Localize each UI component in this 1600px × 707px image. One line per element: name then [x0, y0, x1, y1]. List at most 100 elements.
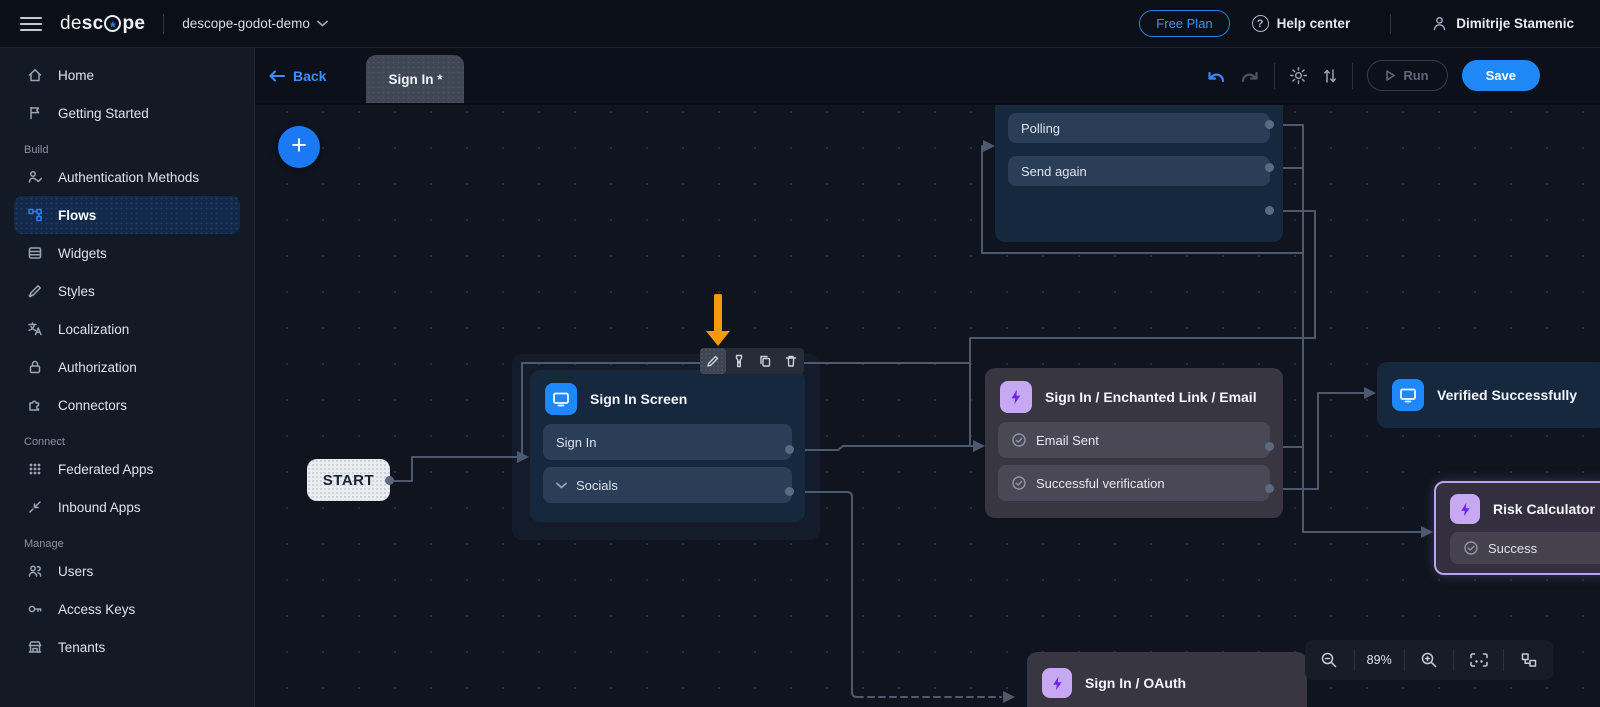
- project-name: descope-godot-demo: [182, 16, 310, 31]
- plan-badge[interactable]: Free Plan: [1139, 10, 1230, 37]
- person-icon: [1433, 16, 1446, 31]
- debug-node-button[interactable]: [726, 348, 752, 374]
- check-circle-icon: [1012, 476, 1026, 490]
- sidebar-item-getting-started[interactable]: Getting Started: [0, 94, 254, 132]
- verified-successfully-node[interactable]: Verified Successfully: [1377, 362, 1600, 428]
- divider: [1453, 649, 1455, 671]
- node-row-socials[interactable]: Socials: [543, 467, 792, 503]
- port-handle[interactable]: [785, 487, 794, 496]
- action-bolt-icon: [1450, 494, 1480, 524]
- flow-settings-button[interactable]: [1289, 66, 1308, 85]
- port-handle[interactable]: [785, 445, 794, 454]
- delete-node-button[interactable]: [778, 348, 804, 374]
- divider: [1503, 649, 1505, 671]
- zoom-in-icon: [1421, 652, 1437, 668]
- auto-layout-icon: [1521, 653, 1536, 667]
- screen-icon: [545, 383, 577, 415]
- flow-tab-sign-in[interactable]: Sign In *: [366, 55, 465, 103]
- save-button[interactable]: Save: [1461, 60, 1540, 91]
- flow-canvas[interactable]: + START Choose another authenticati... P…: [255, 48, 1600, 707]
- duplicate-node-button[interactable]: [752, 348, 778, 374]
- gear-icon: [1290, 66, 1308, 85]
- port-handle[interactable]: [1265, 120, 1274, 129]
- sidebar-item-home[interactable]: Home: [0, 56, 254, 94]
- sidebar-item-federated-apps[interactable]: Federated Apps: [0, 450, 254, 488]
- add-node-button[interactable]: +: [278, 126, 320, 168]
- node-row-email-sent[interactable]: Email Sent: [998, 422, 1270, 458]
- port-handle[interactable]: [1265, 484, 1274, 493]
- arrow-left-icon: [269, 70, 285, 81]
- port-handle[interactable]: [385, 476, 394, 485]
- zoom-toolbar: 89%: [1305, 640, 1553, 680]
- translate-icon: [26, 321, 44, 337]
- sidebar-item-users[interactable]: Users: [0, 552, 254, 590]
- check-circle-icon: [1464, 541, 1478, 555]
- undo-button[interactable]: [1206, 68, 1226, 84]
- divider: [1353, 649, 1355, 671]
- oauth-node[interactable]: Sign In / OAuth: [1027, 652, 1307, 707]
- port-handle[interactable]: [1265, 442, 1274, 451]
- check-circle-icon: [1012, 433, 1026, 447]
- sidebar-item-tenants[interactable]: Tenants: [0, 628, 254, 666]
- undo-icon: [1208, 71, 1225, 82]
- sidebar-section-build: Build: [24, 144, 49, 156]
- zoom-in-button[interactable]: [1405, 640, 1454, 680]
- person-check-icon: [26, 169, 44, 185]
- chevron-down-icon: [316, 20, 328, 27]
- inbound-arrow-icon: [26, 499, 44, 515]
- fit-view-icon: [1470, 653, 1488, 667]
- import-export-button[interactable]: [1322, 67, 1338, 85]
- node-row-successful-verification[interactable]: Successful verification: [998, 465, 1270, 501]
- sidebar-item-authorization[interactable]: Authorization: [0, 348, 254, 386]
- sidebar-section-manage: Manage: [24, 538, 64, 550]
- play-icon: [1386, 70, 1396, 81]
- trash-icon: [785, 355, 797, 367]
- chevron-down-icon: [556, 482, 567, 488]
- run-button[interactable]: Run: [1367, 60, 1448, 91]
- divider: [1274, 62, 1276, 89]
- divider: [163, 13, 165, 34]
- back-button[interactable]: Back: [269, 68, 326, 84]
- sidebar-item-styles[interactable]: Styles: [0, 272, 254, 310]
- user-menu[interactable]: Dimitrije Stamenic: [1431, 15, 1574, 32]
- port-handle[interactable]: [1265, 206, 1274, 215]
- node-row-success[interactable]: Success: [1450, 532, 1600, 564]
- fit-view-button[interactable]: [1454, 640, 1503, 680]
- zoom-out-icon: [1322, 652, 1337, 668]
- sidebar-item-access-keys[interactable]: Access Keys: [0, 590, 254, 628]
- auto-layout-button[interactable]: [1504, 640, 1553, 680]
- sidebar-item-connectors[interactable]: Connectors: [0, 386, 254, 424]
- project-selector[interactable]: descope-godot-demo: [182, 16, 328, 31]
- port-handle[interactable]: [1265, 163, 1274, 172]
- flows-icon: [26, 207, 44, 223]
- logo-asterisk-icon: *: [104, 15, 122, 34]
- building-icon: [26, 639, 44, 655]
- users-icon: [26, 563, 44, 579]
- redo-button[interactable]: [1240, 68, 1260, 84]
- help-center-button[interactable]: ? Help center: [1251, 15, 1350, 32]
- screen-icon: [1392, 379, 1424, 411]
- node-row[interactable]: Send again: [1008, 156, 1270, 186]
- sidebar-item-flows[interactable]: Flows: [14, 196, 240, 234]
- risk-calculator-node[interactable]: Risk Calculator Success: [1434, 481, 1600, 575]
- sidebar-item-widgets[interactable]: Widgets: [0, 234, 254, 272]
- sidebar-item-authentication-methods[interactable]: Authentication Methods: [0, 158, 254, 196]
- node-row[interactable]: Polling: [1008, 113, 1270, 143]
- zoom-out-button[interactable]: [1305, 640, 1354, 680]
- sign-in-screen-node[interactable]: Sign In Screen Sign In Socials: [530, 370, 805, 522]
- node-title: Sign In / Enchanted Link / Email: [1045, 389, 1257, 405]
- sidebar-item-localization[interactable]: Localization: [0, 310, 254, 348]
- pen-icon: [26, 283, 44, 299]
- start-node[interactable]: START: [307, 459, 390, 501]
- divider: [1403, 649, 1405, 671]
- enchanted-link-node[interactable]: Sign In / Enchanted Link / Email Email S…: [985, 368, 1283, 518]
- lock-icon: [26, 359, 44, 375]
- hamburger-menu-icon[interactable]: [20, 16, 42, 31]
- divider: [1352, 62, 1354, 89]
- grid-dots-icon: [26, 461, 44, 477]
- edit-node-button[interactable]: [700, 348, 726, 374]
- pointer-arrow-annotation: [706, 294, 730, 346]
- node-row-sign-in[interactable]: Sign In: [543, 424, 792, 460]
- sidebar-item-inbound-apps[interactable]: Inbound Apps: [0, 488, 254, 526]
